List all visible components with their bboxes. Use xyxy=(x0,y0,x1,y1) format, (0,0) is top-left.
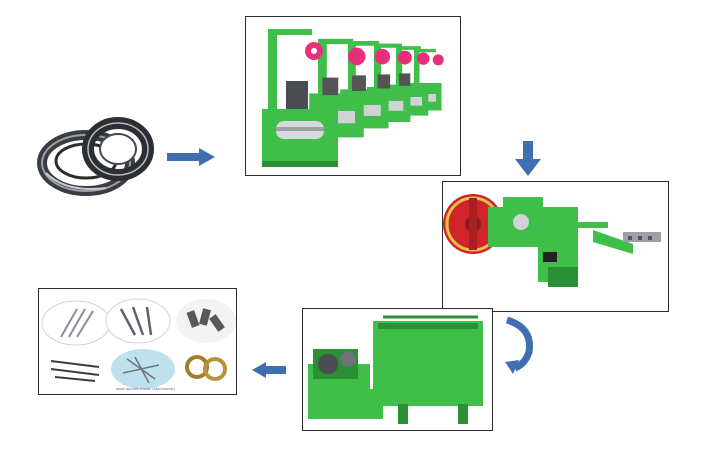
curved-arrow-icon xyxy=(505,316,534,374)
wire-drawing-machine-panel xyxy=(245,16,461,176)
polishing-machine-panel xyxy=(302,308,493,431)
arrow-right-icon xyxy=(167,148,215,166)
wire-drawing-machine-icon xyxy=(262,29,444,167)
nail-making-machine-panel xyxy=(442,181,669,312)
products-caption: what applies model (stockwelds) xyxy=(116,387,175,391)
finished-nails-panel xyxy=(38,288,237,395)
polishing-machine-icon xyxy=(308,315,483,424)
arrow-left-icon xyxy=(252,362,286,378)
nail-making-machine-icon xyxy=(443,194,661,287)
nail-products-icon xyxy=(41,298,236,389)
arrow-down-icon xyxy=(515,141,541,176)
wire-coil-image xyxy=(36,103,156,208)
wire-coil-icon xyxy=(37,117,154,196)
